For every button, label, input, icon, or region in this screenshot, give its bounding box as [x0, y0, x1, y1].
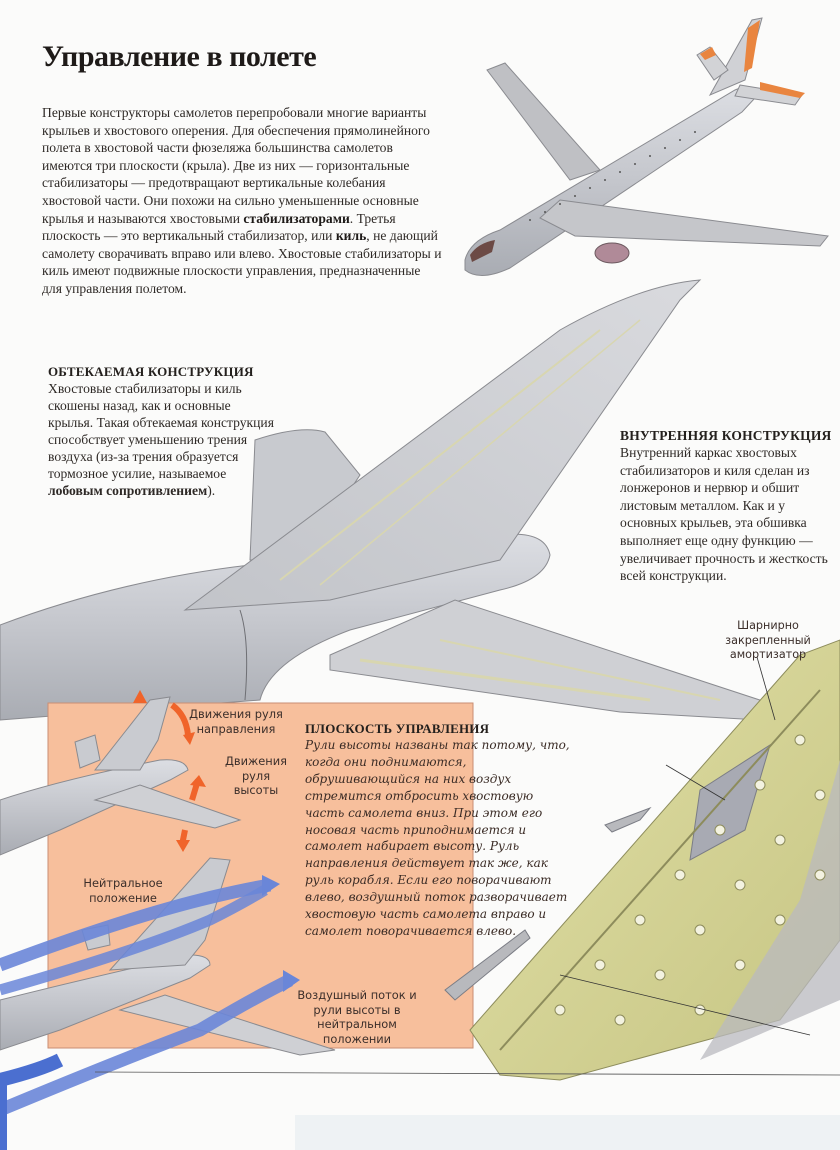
intro-text-2: . Третья плоскость — это вертикальный ст… [42, 210, 396, 244]
label-hinged-damper: Шарнирно закрепленный амортизатор [725, 619, 811, 661]
leader-line-hinge [756, 656, 776, 721]
section-body: Рули высоты названы так потому, что, ког… [305, 738, 570, 938]
label-rudder-movement: Движения руля направления [189, 707, 283, 736]
intro-text-1: Первые конструкторы самолетов перепробов… [42, 105, 430, 226]
tail-rudder-elevator-illustration [0, 690, 242, 856]
term-fin: киль [335, 228, 367, 244]
term-drag: лобовым сопротивлением [48, 483, 208, 498]
hinged-damper-panel [689, 743, 771, 861]
label-airflow-neutral: Воздушный поток и рули высоты в нейтраль… [297, 988, 417, 1046]
section-heading: ОБТЕКАЕМАЯ КОНСТРУКЦИЯ [48, 364, 254, 379]
intro-paragraph: Первые конструкторы самолетов перепробов… [42, 104, 442, 298]
section-control-surface: ПЛОСКОСТЬ УПРАВЛЕНИЯ Рули высоты названы… [305, 721, 570, 940]
section-internal-structure: ВНУТРЕННЯЯ КОНСТРУКЦИЯ Внутренний каркас… [620, 428, 838, 585]
term-stabilizers: стабилизаторами [243, 210, 350, 226]
page-title: Управление в полете [42, 40, 317, 73]
tail-section-illustration [0, 279, 776, 721]
section-body-text: Хвостовые стабилизаторы и киль скошены н… [48, 381, 274, 481]
internal-framework-illustration [444, 639, 840, 1081]
label-neutral-position: Нейтральное положение [83, 876, 163, 905]
section-streamlined: ОБТЕКАЕМАЯ КОНСТРУКЦИЯ Хвостовые стабили… [48, 364, 278, 499]
leader-line [665, 764, 726, 801]
intro-text-3: , не дающий самолету сворачивать вправо … [42, 228, 442, 296]
section-body-tail: ). [207, 483, 216, 498]
section-body: Внутренний каркас хвостовых стабилизатор… [620, 445, 828, 584]
leader-line [559, 974, 811, 1036]
section-heading: ПЛОСКОСТЬ УПРАВЛЕНИЯ [305, 721, 490, 736]
section-heading: ВНУТРЕННЯЯ КОНСТРУКЦИЯ [620, 428, 832, 443]
label-elevator-movement: Движения руля высоты [225, 754, 287, 797]
airliner-illustration [464, 17, 829, 276]
section-body: Хвостовые стабилизаторы и киль скошены н… [48, 380, 278, 499]
tail-airflow-illustration [0, 857, 336, 1150]
